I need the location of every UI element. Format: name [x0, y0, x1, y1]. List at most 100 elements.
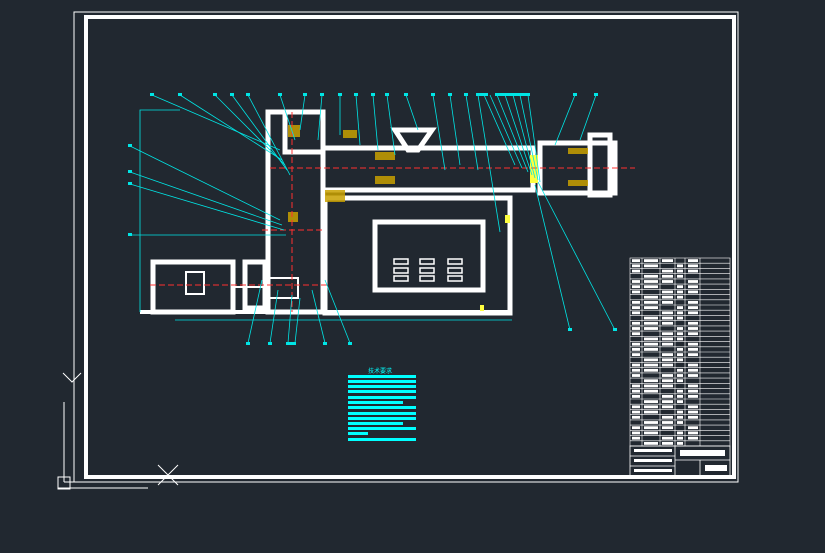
- parts-row-cell: [688, 264, 698, 268]
- tech-notes-title: 技术要求: [368, 368, 393, 375]
- parts-row-cell: [662, 280, 673, 283]
- parts-row-cell: [677, 347, 683, 351]
- parts-row-cell: [632, 264, 640, 268]
- parts-row-cell: [662, 400, 673, 404]
- parts-row-cell: [677, 400, 683, 404]
- parts-row-cell: [662, 394, 673, 398]
- parts-row-cell: [644, 368, 658, 372]
- parts-list-table: [629, 257, 731, 447]
- parts-row-cell: [662, 332, 673, 336]
- sheet-border: [73, 11, 739, 483]
- parts-row-cell: [688, 394, 698, 398]
- parts-row-cell: [677, 327, 683, 330]
- parts-row-cell: [644, 379, 658, 383]
- parts-row-cell: [632, 436, 640, 440]
- parts-row-cell: [644, 316, 658, 320]
- parts-row-cell: [688, 327, 698, 330]
- parts-row-cell: [677, 374, 683, 377]
- parts-row-cell: [662, 379, 673, 383]
- parts-row-cell: [662, 436, 673, 440]
- parts-row-cell: [632, 327, 640, 330]
- parts-row-cell: [632, 347, 640, 351]
- parts-row-cell: [677, 290, 683, 294]
- parts-row-cell: [662, 353, 673, 357]
- parts-row-cell: [662, 358, 673, 362]
- parts-row-cell: [644, 327, 658, 330]
- parts-row-cell: [688, 353, 698, 357]
- parts-row-cell: [688, 389, 698, 393]
- parts-row-cell: [677, 410, 683, 414]
- parts-row-cell: [688, 321, 698, 325]
- parts-row-cell: [632, 389, 640, 393]
- parts-row-cell: [688, 410, 698, 414]
- parts-row-cell: [688, 342, 698, 346]
- parts-row-cell: [688, 347, 698, 351]
- parts-row-cell: [644, 321, 658, 325]
- parts-row-cell: [632, 269, 640, 273]
- parts-row-cell: [662, 342, 673, 346]
- parts-row-cell: [677, 264, 683, 268]
- tech-notes: [348, 375, 416, 441]
- parts-row-cell: [662, 363, 673, 367]
- parts-row-cell: [677, 415, 683, 419]
- parts-row-cell: [677, 358, 683, 362]
- parts-row-cell: [677, 332, 683, 336]
- parts-row-cell: [662, 259, 673, 263]
- leader-lines: [129, 94, 616, 344]
- parts-row-cell: [644, 384, 658, 388]
- parts-row-cell: [688, 290, 698, 294]
- parts-row-cell: [632, 321, 640, 325]
- parts-row-cell: [644, 285, 658, 289]
- center-lines: [150, 112, 635, 312]
- parts-row-cell: [644, 337, 658, 341]
- parts-row-cell: [644, 431, 658, 435]
- parts-row-cell: [688, 311, 698, 315]
- parts-row-cell: [662, 337, 673, 341]
- parts-row-cell: [677, 269, 683, 273]
- motor: [185, 271, 299, 299]
- parts-row-cell: [632, 426, 640, 430]
- parts-row-cell: [632, 306, 640, 310]
- parts-row-cell: [662, 269, 673, 273]
- parts-row-cell: [644, 405, 658, 409]
- parts-row-cell: [662, 321, 673, 325]
- parts-row-cell: [662, 415, 673, 419]
- parts-row-cell: [644, 426, 658, 430]
- parts-row-cell: [677, 316, 683, 320]
- parts-row-cell: [632, 363, 640, 367]
- parts-row-cell: [662, 441, 673, 445]
- parts-row-cell: [632, 353, 640, 357]
- parts-row-cell: [677, 431, 683, 435]
- parts-row-cell: [632, 332, 640, 336]
- dimension-lines: [139, 109, 512, 321]
- parts-row-cell: [677, 441, 683, 445]
- parts-row-cell: [662, 374, 673, 377]
- parts-row-cell: [677, 306, 683, 310]
- parts-row-cell: [662, 295, 673, 299]
- parts-row-cell: [688, 368, 698, 372]
- parts-row-cell: [677, 394, 683, 398]
- parts-row-cell: [688, 384, 698, 388]
- parts-row-cell: [688, 280, 698, 283]
- parts-row-cell: [662, 290, 673, 294]
- parts-row-cell: [677, 274, 683, 278]
- parts-row-cell: [644, 389, 658, 393]
- leader-tags: [128, 93, 617, 345]
- parts-row-cell: [677, 389, 683, 393]
- parts-row-cell: [644, 347, 658, 351]
- parts-row-cell: [677, 295, 683, 299]
- parts-row-cell: [632, 374, 640, 377]
- parts-row-cell: [632, 431, 640, 435]
- title-block-text: [634, 449, 727, 472]
- parts-row-cell: [662, 311, 673, 315]
- parts-row-cell: [644, 400, 658, 404]
- parts-row-cell: [688, 405, 698, 409]
- parts-row-cell: [632, 259, 640, 263]
- parts-row-cell: [688, 306, 698, 310]
- parts-row-cell: [688, 426, 698, 430]
- parts-row-cell: [688, 300, 698, 304]
- parts-row-cell: [632, 410, 640, 414]
- parts-row-cell: [688, 431, 698, 435]
- parts-row-cell: [677, 353, 683, 357]
